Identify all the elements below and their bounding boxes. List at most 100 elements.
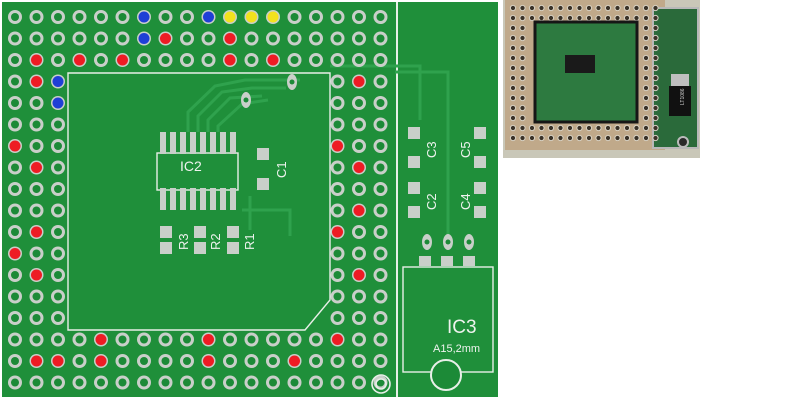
pad-hole bbox=[376, 357, 385, 365]
photo-hole bbox=[519, 124, 526, 132]
pad-hole bbox=[355, 13, 363, 21]
inner-copper-outline bbox=[67, 72, 331, 331]
pad-hole bbox=[355, 292, 363, 301]
photo-hole bbox=[642, 104, 650, 112]
pad-hole bbox=[333, 99, 342, 107]
pad-hole bbox=[117, 54, 128, 66]
photo-hole bbox=[585, 134, 593, 142]
photo-hole bbox=[623, 124, 631, 132]
pad-hole bbox=[183, 13, 191, 21]
ic2-pin-bottom bbox=[180, 188, 186, 210]
pad-hole bbox=[376, 228, 385, 236]
via-hole bbox=[243, 97, 249, 103]
ic3-label: IC3 bbox=[447, 317, 477, 338]
photo-hole bbox=[509, 114, 517, 122]
ic2-pin-top bbox=[220, 132, 226, 154]
pad-hole bbox=[376, 34, 385, 43]
photo-hole bbox=[528, 124, 536, 132]
ic2-pin-bottom bbox=[190, 188, 196, 210]
pad-hole bbox=[54, 228, 62, 236]
pad-hole bbox=[246, 11, 257, 23]
pad-hole bbox=[355, 378, 363, 387]
pad-hole bbox=[289, 355, 300, 367]
pad-hole bbox=[355, 120, 363, 129]
ic2-pin-bottom bbox=[220, 188, 226, 210]
r2-pad-bottom bbox=[194, 242, 206, 254]
pad-hole bbox=[333, 77, 342, 86]
pad-hole bbox=[355, 335, 363, 344]
c4-pad-top bbox=[474, 182, 486, 194]
pad-hole bbox=[355, 357, 363, 365]
pad-hole bbox=[97, 13, 105, 21]
pad-hole bbox=[204, 56, 213, 64]
photo-hole bbox=[614, 124, 621, 132]
ic2-pin-top bbox=[200, 132, 206, 154]
photo-hole bbox=[642, 24, 650, 32]
pin-header-pads bbox=[8, 10, 474, 390]
photo-hole bbox=[509, 54, 517, 62]
pad-hole bbox=[247, 335, 256, 344]
side-capacitors: C3 C5 C2 C4 bbox=[408, 127, 486, 218]
photo-hole bbox=[509, 104, 517, 112]
pad-hole bbox=[312, 335, 320, 344]
c2-label: C2 bbox=[424, 193, 439, 210]
pad-hole bbox=[376, 185, 385, 193]
pad-hole bbox=[333, 292, 342, 301]
corner-mounting-ring-inner bbox=[375, 378, 387, 390]
pad-hole bbox=[140, 335, 148, 344]
mounting-hole bbox=[430, 359, 462, 391]
photo-hole bbox=[642, 94, 650, 102]
pad-hole bbox=[183, 56, 191, 64]
pad-hole bbox=[31, 76, 42, 87]
pad-hole bbox=[226, 378, 234, 387]
photo-hole bbox=[566, 14, 574, 22]
via-hole bbox=[445, 239, 451, 245]
photo-hole bbox=[509, 14, 517, 22]
photo-hole bbox=[652, 64, 659, 72]
photo-hole bbox=[519, 4, 526, 12]
r2-label: R2 bbox=[208, 233, 223, 250]
photo-hole bbox=[652, 124, 659, 132]
photo-hole bbox=[642, 124, 650, 132]
photo-hole bbox=[566, 134, 574, 142]
photo-hole bbox=[519, 64, 526, 72]
pad-hole bbox=[269, 335, 277, 344]
r3-pad-top bbox=[160, 226, 172, 238]
pad-hole bbox=[353, 269, 365, 281]
pad-hole bbox=[75, 13, 84, 21]
pad-hole bbox=[290, 56, 299, 64]
photo-hole bbox=[538, 4, 545, 12]
via-hole bbox=[289, 79, 295, 85]
photo-hole bbox=[642, 114, 650, 122]
pad-hole bbox=[161, 335, 170, 344]
photo-hole bbox=[604, 124, 612, 132]
ic3-hole-note: A15,2mm bbox=[433, 343, 480, 355]
pad-hole bbox=[204, 378, 213, 387]
pad-hole bbox=[11, 378, 19, 387]
pad-hole bbox=[353, 76, 365, 87]
photo-hole bbox=[595, 134, 602, 142]
pad-hole bbox=[247, 357, 256, 365]
ic2-pin-top bbox=[170, 132, 176, 154]
photo-hole bbox=[642, 54, 650, 62]
pad-hole bbox=[376, 335, 385, 344]
pad-hole bbox=[333, 206, 342, 215]
pad-hole bbox=[97, 56, 105, 64]
photo-hole bbox=[652, 34, 659, 42]
pad-hole bbox=[97, 34, 105, 43]
pad-hole bbox=[32, 249, 41, 258]
pad-hole bbox=[376, 314, 385, 322]
c1-footprint: C1 bbox=[257, 148, 289, 190]
photo-hole bbox=[595, 4, 602, 12]
pad-hole bbox=[203, 334, 214, 345]
photo-hole bbox=[557, 134, 564, 142]
photo-hole bbox=[576, 4, 583, 12]
photo-hole bbox=[519, 114, 526, 122]
photo-hole bbox=[642, 84, 650, 92]
photo-hole bbox=[652, 84, 659, 92]
photo-hole bbox=[652, 74, 659, 82]
photo-hole bbox=[652, 44, 659, 52]
pad-hole bbox=[376, 99, 385, 107]
photo-hole bbox=[519, 14, 526, 22]
pad-hole bbox=[353, 162, 365, 173]
